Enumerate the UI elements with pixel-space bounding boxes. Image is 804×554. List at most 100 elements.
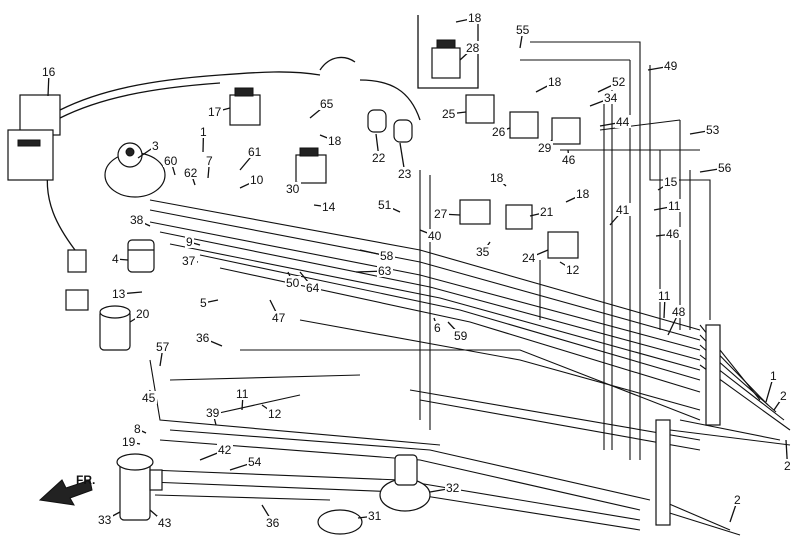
solenoid-28 bbox=[431, 39, 461, 79]
callout-bg-61 bbox=[247, 145, 263, 158]
solenoid-30 bbox=[295, 147, 327, 184]
callout-10: 10 bbox=[250, 173, 264, 187]
solenoid-21 bbox=[505, 204, 533, 230]
callout-bg-40 bbox=[427, 229, 443, 242]
callout-bg-62 bbox=[183, 166, 199, 179]
callout-bg-7 bbox=[205, 154, 214, 167]
callout-36: 36 bbox=[196, 331, 210, 345]
callout-bg-36 bbox=[195, 331, 211, 344]
callout-2: 2 bbox=[784, 459, 791, 473]
callout-bg-51 bbox=[377, 198, 393, 211]
callout-bg-45 bbox=[141, 391, 157, 404]
callout-1: 1 bbox=[770, 369, 777, 383]
leader-lines bbox=[47, 17, 789, 524]
callout-64: 64 bbox=[306, 281, 320, 295]
filter-22 bbox=[367, 109, 387, 133]
callout-bg-35 bbox=[475, 245, 491, 258]
callout-16: 16 bbox=[42, 65, 56, 79]
callout-33: 33 bbox=[98, 513, 112, 527]
callout-bg-17 bbox=[207, 105, 223, 118]
vacuum-tank-3 bbox=[104, 142, 166, 198]
callout-34: 34 bbox=[604, 91, 618, 105]
callout-bg-38 bbox=[129, 213, 145, 226]
callout-11: 11 bbox=[668, 199, 681, 213]
callout-18: 18 bbox=[468, 11, 482, 25]
callout-bg-22 bbox=[371, 151, 387, 164]
callout-26: 26 bbox=[492, 125, 506, 139]
callout-46: 46 bbox=[666, 227, 680, 241]
callout-bg-59 bbox=[453, 329, 469, 342]
callout-bg-8 bbox=[133, 422, 142, 435]
callout-bg-13 bbox=[111, 287, 127, 300]
solenoid-25 bbox=[465, 94, 495, 124]
solenoid-27 bbox=[459, 199, 491, 225]
callout-bg-44 bbox=[615, 115, 631, 128]
callout-bg-18 bbox=[489, 171, 505, 184]
callout-12: 12 bbox=[566, 263, 580, 277]
callout-30: 30 bbox=[286, 182, 300, 196]
callout-7: 7 bbox=[206, 154, 213, 168]
callout-bg-20 bbox=[135, 307, 151, 320]
callout-bg-56 bbox=[717, 161, 733, 174]
callout-bg-11 bbox=[657, 289, 673, 302]
callout-bg-49 bbox=[663, 59, 679, 72]
callout-bg-42 bbox=[217, 443, 233, 456]
callout-bg-39 bbox=[205, 406, 221, 419]
callout-bg-28 bbox=[465, 41, 481, 54]
callout-63: 63 bbox=[378, 264, 392, 278]
callout-18: 18 bbox=[548, 75, 562, 89]
callout-58: 58 bbox=[380, 249, 394, 263]
callout-bg-5 bbox=[199, 296, 208, 309]
callout-bg-43 bbox=[157, 516, 173, 529]
callout-37: 37 bbox=[182, 254, 196, 268]
callout-22: 22 bbox=[372, 151, 386, 165]
callout-17: 17 bbox=[208, 105, 222, 119]
callout-bg-63 bbox=[377, 264, 393, 277]
callout-46: 46 bbox=[562, 153, 576, 167]
callout-41: 41 bbox=[616, 203, 630, 217]
front-arrow: FR. bbox=[38, 473, 95, 506]
solenoid-17 bbox=[229, 87, 261, 126]
callout-bg-3 bbox=[151, 139, 160, 152]
callout-47: 47 bbox=[272, 311, 286, 325]
callout-36: 36 bbox=[266, 516, 280, 530]
front-direction-label: FR. bbox=[76, 473, 95, 487]
callout-53: 53 bbox=[706, 123, 720, 137]
callout-bg-18 bbox=[467, 11, 483, 24]
callout-bg-25 bbox=[441, 107, 457, 120]
callout-bg-47 bbox=[271, 311, 287, 324]
hose-bundle-lower bbox=[149, 170, 701, 531]
callout-49: 49 bbox=[664, 59, 678, 73]
callout-2: 2 bbox=[780, 389, 787, 403]
callout-bg-19 bbox=[121, 435, 137, 448]
callout-35: 35 bbox=[476, 245, 490, 259]
callout-14: 14 bbox=[322, 200, 336, 214]
callout-38: 38 bbox=[130, 213, 144, 227]
callout-bg-27 bbox=[433, 207, 449, 220]
actuator-31 bbox=[317, 509, 363, 535]
callout-bg-46 bbox=[561, 153, 577, 166]
callout-5: 5 bbox=[200, 296, 207, 310]
wire-harness bbox=[46, 56, 421, 251]
callout-6: 6 bbox=[434, 321, 441, 335]
callout-bg-46 bbox=[665, 227, 681, 240]
callout-bg-41 bbox=[615, 203, 631, 216]
callout-8: 8 bbox=[134, 422, 141, 436]
callout-bg-54 bbox=[247, 455, 263, 468]
callout-bg-18 bbox=[575, 187, 591, 200]
callout-bg-18 bbox=[327, 134, 343, 147]
sensor-20 bbox=[99, 305, 131, 351]
callout-bg-33 bbox=[97, 513, 113, 526]
callout-4: 4 bbox=[112, 252, 119, 266]
callout-bg-15 bbox=[663, 175, 679, 188]
callout-57: 57 bbox=[156, 340, 170, 354]
callout-52: 52 bbox=[612, 75, 626, 89]
callout-48: 48 bbox=[672, 305, 686, 319]
callout-bg-2 bbox=[733, 493, 742, 506]
callout-59: 59 bbox=[454, 329, 468, 343]
callout-45: 45 bbox=[142, 391, 156, 405]
solenoid-24 bbox=[547, 231, 579, 259]
callout-bg-12 bbox=[565, 263, 581, 276]
valve-assembly-33 bbox=[116, 453, 163, 521]
callout-25: 25 bbox=[442, 107, 456, 121]
